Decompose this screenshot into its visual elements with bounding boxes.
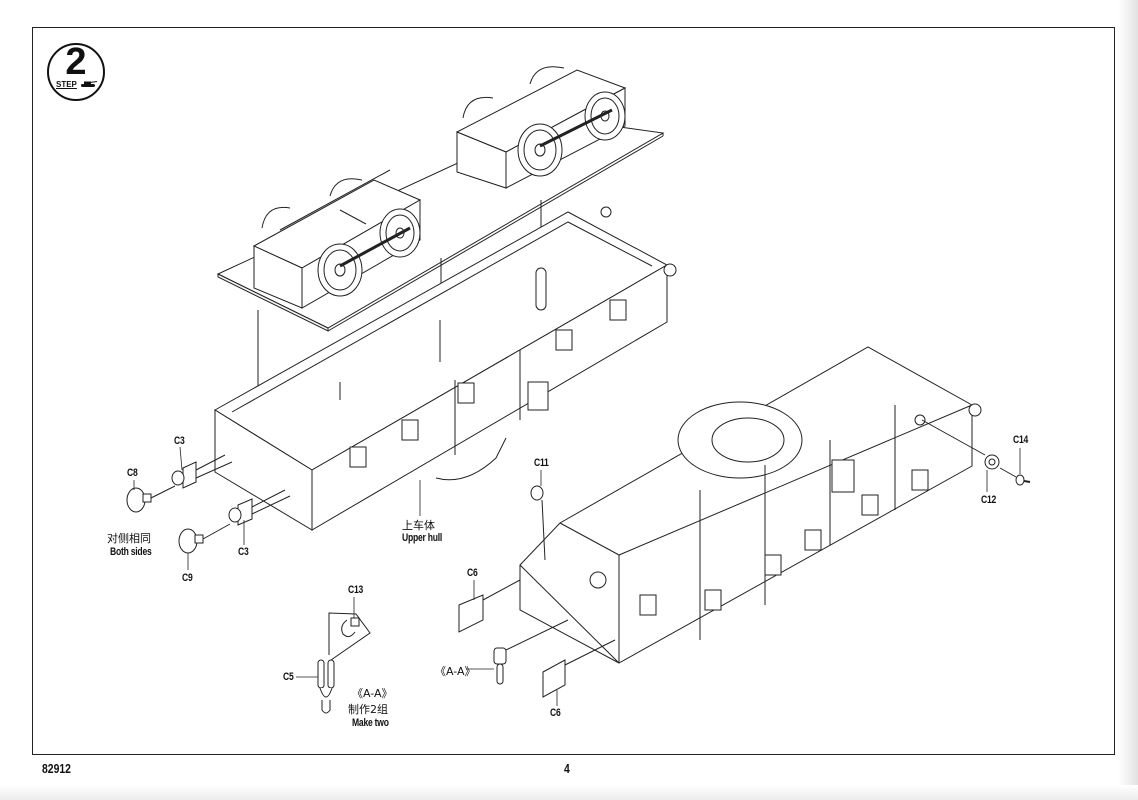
part-label-c3-top: C3	[174, 435, 185, 447]
both-sides-note-cn: 对侧相同	[107, 532, 151, 545]
tank-icon	[81, 81, 97, 87]
upper-hull-label-en: Upper hull	[402, 532, 443, 544]
step-badge: 2 STEP	[47, 41, 105, 101]
hull-assembled	[519, 346, 982, 664]
leader-lines	[133, 446, 1021, 706]
step-number: 2	[65, 41, 87, 83]
part-c9-drawing	[178, 523, 231, 554]
part-label-c9: C9	[182, 572, 193, 584]
upper-hull-open	[214, 206, 677, 531]
part-label-c11: C11	[534, 457, 549, 469]
coupling-aa-drawing	[493, 619, 569, 685]
page-edge-shadow	[1118, 0, 1138, 800]
step-label: STEP	[56, 80, 77, 89]
part-label-c6-bottom: C6	[550, 707, 561, 719]
kit-number: 82912	[42, 761, 71, 776]
part-c3-bottom-drawing	[228, 489, 291, 526]
part-label-c5: C5	[283, 671, 294, 683]
bogie-left	[252, 169, 422, 309]
part-label-c14: C14	[1013, 434, 1029, 446]
part-label-c12: C12	[981, 494, 997, 506]
part-c8-drawing	[126, 485, 176, 513]
make-two-note-cn: 制作2组	[348, 703, 388, 716]
both-sides-note-en: Both sides	[110, 546, 152, 558]
page-bottom-shadow	[0, 785, 1138, 800]
detail-title-aa: 《A-A》	[352, 687, 393, 700]
coupling-c13-c5-drawing	[317, 612, 371, 714]
upper-hull-label-cn: 上车体	[402, 519, 435, 532]
part-c11-drawing	[530, 485, 546, 561]
part-c12-drawing	[921, 419, 1000, 470]
part-c6-top-drawing	[458, 594, 484, 633]
part-c14-drawing	[999, 467, 1031, 486]
part-label-c8: C8	[127, 467, 138, 479]
part-c3-top-drawing	[171, 454, 233, 489]
page-number: 4	[564, 761, 570, 776]
make-two-note-en: Make two	[352, 717, 389, 729]
part-c6-bottom-drawing	[542, 659, 566, 698]
part-label-c13: C13	[348, 584, 364, 596]
instruction-frame	[32, 27, 1115, 755]
part-label-c3-bottom: C3	[238, 546, 249, 558]
part-label-c6-top: C6	[467, 567, 478, 579]
detail-ref-aa: 《A-A》	[435, 665, 476, 678]
bogie-right	[455, 66, 627, 189]
